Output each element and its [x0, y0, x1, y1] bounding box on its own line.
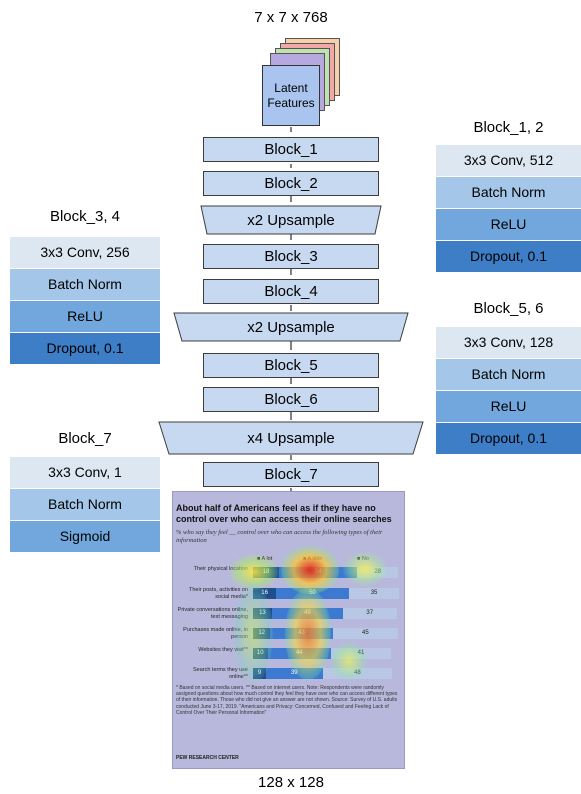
output-row-label: Search terms they use online** [192, 667, 248, 680]
output-bar-segment: 44 [267, 648, 332, 659]
output-saliency-image: About half of Americans feel as if they … [172, 491, 405, 769]
output-row-label: Websites they visit** [198, 647, 248, 653]
output-legend-a-little-label: A little [307, 556, 323, 562]
upsample-1-label: x2 Upsample [247, 211, 335, 229]
legend-block-3-4-dropout: Dropout, 0.1 [10, 333, 160, 364]
output-bar-segment: 43 [270, 628, 333, 639]
legend-block-5-6-title: Block_5, 6 [473, 300, 544, 317]
legend-block-7-conv: 3x3 Conv, 1 [10, 457, 160, 488]
output-image-subtitle: % who say they feel __ control over who … [176, 529, 383, 544]
block-3: Block_3 [203, 244, 379, 269]
block-6: Block_6 [203, 387, 379, 412]
output-bar-segment: 13 [253, 608, 272, 619]
output-bar-segment: 49 [271, 608, 343, 619]
legend-block-1-2-relu: ReLU [436, 209, 581, 240]
output-image-notes: * Based on social media users. ** Based … [176, 685, 398, 716]
output-bar-segment: 41 [331, 648, 391, 659]
block-4: Block_4 [203, 279, 379, 304]
legend-block-3-4-conv: 3x3 Conv, 256 [10, 237, 160, 268]
legend-block-7-batchnorm: Batch Norm [10, 489, 160, 520]
output-bar-segment: 37 [342, 608, 397, 619]
output-bar-segment: 9 [253, 668, 267, 679]
output-dimension-label: 128 x 128 [258, 774, 324, 791]
legend-block-3-4-batchnorm: Batch Norm [10, 269, 160, 300]
block-1: Block_1 [203, 137, 379, 162]
output-bar-segment: 48 [322, 668, 393, 679]
legend-block-7-title: Block_7 [58, 430, 112, 447]
latent-label-line2: Features [267, 95, 315, 110]
legend-block-5-6-dropout: Dropout, 0.1 [436, 423, 581, 454]
output-legend-a-little: ■ A little [303, 556, 323, 562]
output-image-source: PEW RESEARCH CENTER [176, 755, 239, 761]
output-row-label: Purchases made online, in person [183, 627, 248, 640]
output-legend-no: ■ No [357, 556, 369, 562]
upsample-1: x2 Upsample [198, 205, 384, 235]
output-legend-a-lot-label: A lot [261, 556, 273, 562]
output-bar-segment: 54 [279, 567, 358, 578]
output-bar-segment: 35 [348, 588, 400, 599]
output-row-label: Their physical location [193, 566, 248, 572]
output-legend-no-label: No [361, 556, 369, 562]
upsample-2-label: x2 Upsample [247, 318, 335, 336]
upsample-3: x4 Upsample [157, 421, 425, 455]
output-image-title: About half of Americans feel as if they … [176, 503, 392, 524]
output-bar-segment: 28 [357, 567, 398, 578]
block-7: Block_7 [203, 462, 379, 487]
legend-block-5-6-conv: 3x3 Conv, 128 [436, 327, 581, 358]
output-bar-segment: 39 [266, 668, 323, 679]
output-bar-segment: 12 [253, 628, 271, 639]
output-row-label: Their posts, activities on social media* [189, 587, 248, 600]
upsample-2: x2 Upsample [172, 312, 410, 342]
legend-block-5-6-batchnorm: Batch Norm [436, 359, 581, 390]
output-bar-segment: 50 [276, 588, 349, 599]
output-bar-segment: 16 [253, 588, 277, 599]
legend-block-3-4-title: Block_3, 4 [49, 208, 121, 225]
legend-block-3-4-relu: ReLU [10, 301, 160, 332]
output-row-label: Private conversations online, text messa… [177, 607, 248, 620]
legend-block-5-6-relu: ReLU [436, 391, 581, 422]
block-2: Block_2 [203, 171, 379, 196]
output-bar-segment: 45 [332, 628, 398, 639]
output-bar-segment: 18 [253, 567, 280, 578]
block-5: Block_5 [203, 353, 379, 378]
input-dimension-label: 7 x 7 x 768 [254, 9, 328, 26]
upsample-3-label: x4 Upsample [247, 429, 335, 447]
output-bar-segment: 10 [253, 648, 268, 659]
legend-block-1-2-conv: 3x3 Conv, 512 [436, 145, 581, 176]
legend-block-7-sigmoid: Sigmoid [10, 521, 160, 552]
latent-label-line1: Latent [274, 80, 308, 95]
output-legend-a-lot: ■ A lot [257, 556, 273, 562]
legend-block-1-2-title: Block_1, 2 [473, 119, 544, 136]
legend-block-1-2-dropout: Dropout, 0.1 [436, 241, 581, 272]
legend-block-1-2-batchnorm: Batch Norm [436, 177, 581, 208]
